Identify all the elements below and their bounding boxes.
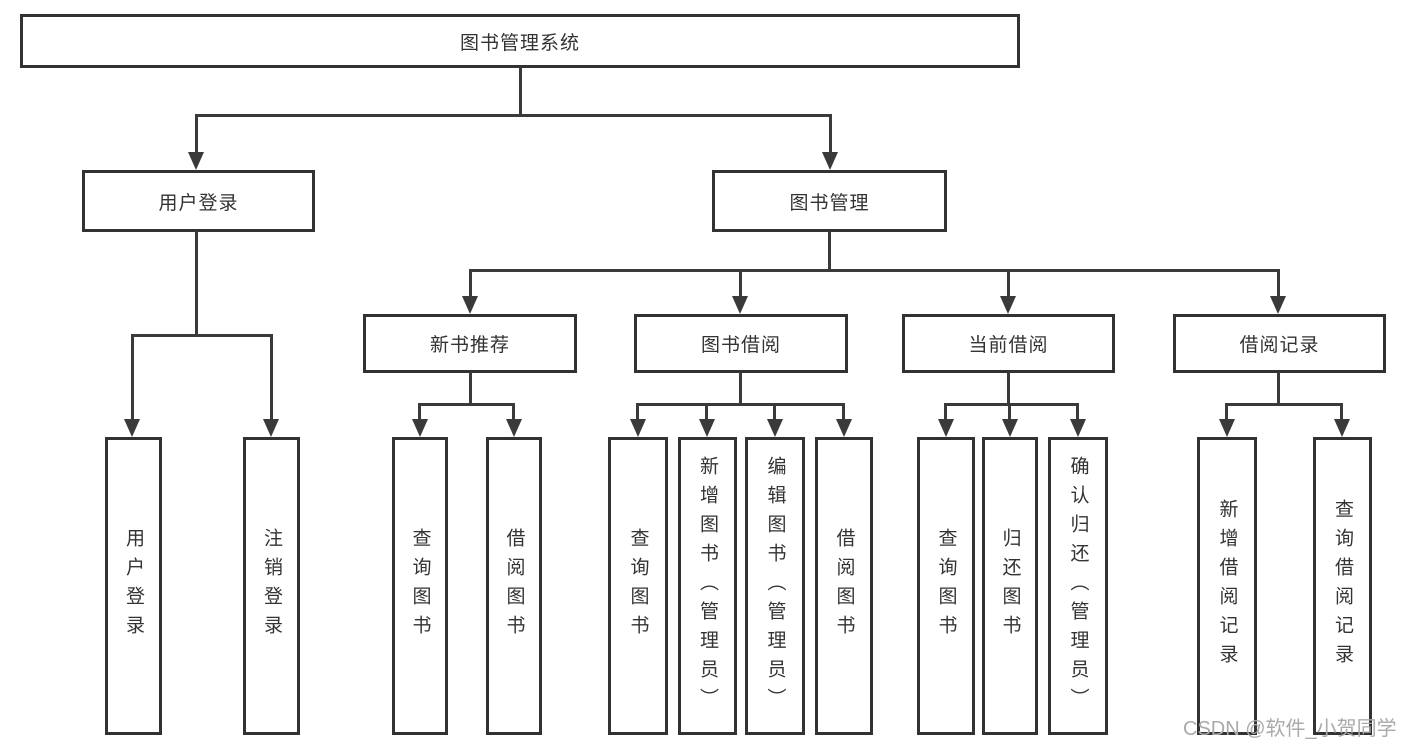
arrow-down-icon	[1334, 419, 1350, 437]
connector-line	[195, 231, 198, 336]
node-new-book-recommendation: 新书推荐	[363, 314, 577, 373]
node-label: 新增借阅记录	[1216, 499, 1238, 673]
connector-line	[469, 372, 472, 406]
connector-line	[131, 334, 273, 337]
node-label: 新增图书（管理员）	[697, 455, 718, 717]
leaf-confirm-return-admin: 确认归还（管理员）	[1048, 437, 1108, 735]
leaf-add-book-admin: 新增图书（管理员）	[678, 437, 737, 735]
node-label: 图书借阅	[700, 335, 781, 356]
node-label: 借阅图书	[503, 528, 525, 644]
node-label: 查询图书	[935, 528, 957, 644]
node-label: 查询图书	[627, 528, 649, 644]
leaf-user-login: 用户登录	[105, 437, 162, 735]
connector-line	[469, 269, 472, 297]
arrow-down-icon	[630, 419, 646, 437]
node-user-login: 用户登录	[82, 170, 315, 232]
connector-line	[705, 403, 708, 420]
node-label: 确认归还（管理员）	[1067, 455, 1089, 717]
arrow-down-icon	[506, 419, 522, 437]
connector-line	[1008, 403, 1011, 420]
arrow-down-icon	[188, 152, 204, 170]
connector-line	[519, 67, 522, 115]
node-label: 当前借阅	[968, 335, 1049, 356]
arrow-down-icon	[836, 419, 852, 437]
node-label: 图书管理系统	[459, 32, 580, 54]
connector-line	[636, 403, 845, 406]
connector-line	[1340, 403, 1343, 420]
arrow-down-icon	[412, 419, 428, 437]
leaf-borrow-books-recommend: 借阅图书	[486, 437, 542, 735]
node-label: 借阅图书	[833, 528, 855, 644]
connector-line	[1277, 269, 1280, 297]
connector-line	[1277, 372, 1280, 406]
node-label: 编辑图书（管理员）	[764, 455, 786, 717]
node-label: 注销登录	[261, 528, 282, 644]
connector-line	[636, 403, 639, 420]
leaf-logout: 注销登录	[243, 437, 300, 735]
node-label: 用户登录	[158, 192, 239, 214]
connector-line	[1076, 403, 1079, 420]
arrow-down-icon	[938, 419, 954, 437]
leaf-query-books-borrowing: 查询图书	[608, 437, 668, 735]
node-book-borrowing: 图书借阅	[634, 314, 848, 373]
connector-line	[195, 114, 198, 153]
connector-line	[1225, 403, 1228, 420]
arrow-down-icon	[699, 419, 715, 437]
connector-line	[739, 269, 742, 297]
node-book-management: 图书管理	[712, 170, 947, 232]
arrow-down-icon	[124, 419, 140, 437]
connector-line	[512, 403, 515, 420]
connector-line	[195, 114, 831, 117]
node-label: 图书管理	[789, 192, 870, 214]
node-label: 用户登录	[123, 528, 144, 644]
leaf-return-books: 归还图书	[982, 437, 1038, 735]
node-label: 借阅记录	[1239, 335, 1320, 356]
node-current-borrowing: 当前借阅	[902, 314, 1115, 373]
node-borrowing-records: 借阅记录	[1173, 314, 1386, 373]
arrow-down-icon	[822, 152, 838, 170]
connector-line	[1007, 269, 1010, 297]
leaf-query-books-current: 查询图书	[917, 437, 975, 735]
node-label: 查询借阅记录	[1332, 499, 1353, 673]
arrow-down-icon	[1070, 419, 1086, 437]
leaf-query-books-recommend: 查询图书	[392, 437, 448, 735]
arrow-down-icon	[462, 296, 478, 314]
node-label: 新书推荐	[429, 335, 510, 356]
connector-line	[1007, 372, 1010, 406]
connector-line	[739, 372, 742, 406]
arrow-down-icon	[1219, 419, 1235, 437]
connector-line	[944, 403, 1079, 406]
node-library-management-system: 图书管理系统	[20, 14, 1020, 68]
connector-line	[469, 269, 1280, 272]
csdn-watermark: CSDN @软件_小贺同学	[1183, 718, 1397, 740]
connector-line	[829, 114, 832, 153]
connector-line	[828, 231, 831, 271]
connector-line	[418, 403, 421, 420]
connector-line	[270, 334, 273, 420]
connector-line	[1225, 403, 1343, 406]
arrow-down-icon	[263, 419, 279, 437]
leaf-edit-book-admin: 编辑图书（管理员）	[745, 437, 805, 735]
connector-line	[131, 334, 134, 420]
node-label: 查询图书	[409, 528, 431, 644]
arrow-down-icon	[732, 296, 748, 314]
connector-line	[418, 403, 515, 406]
connector-line	[773, 403, 776, 420]
connector-line	[944, 403, 947, 420]
leaf-query-borrow-record: 查询借阅记录	[1313, 437, 1372, 735]
arrow-down-icon	[767, 419, 783, 437]
arrow-down-icon	[1002, 419, 1018, 437]
arrow-down-icon	[1270, 296, 1286, 314]
connector-line	[842, 403, 845, 420]
node-label: 归还图书	[999, 528, 1021, 644]
arrow-down-icon	[1000, 296, 1016, 314]
leaf-borrow-books-borrowing: 借阅图书	[815, 437, 873, 735]
leaf-add-borrow-record: 新增借阅记录	[1197, 437, 1257, 735]
